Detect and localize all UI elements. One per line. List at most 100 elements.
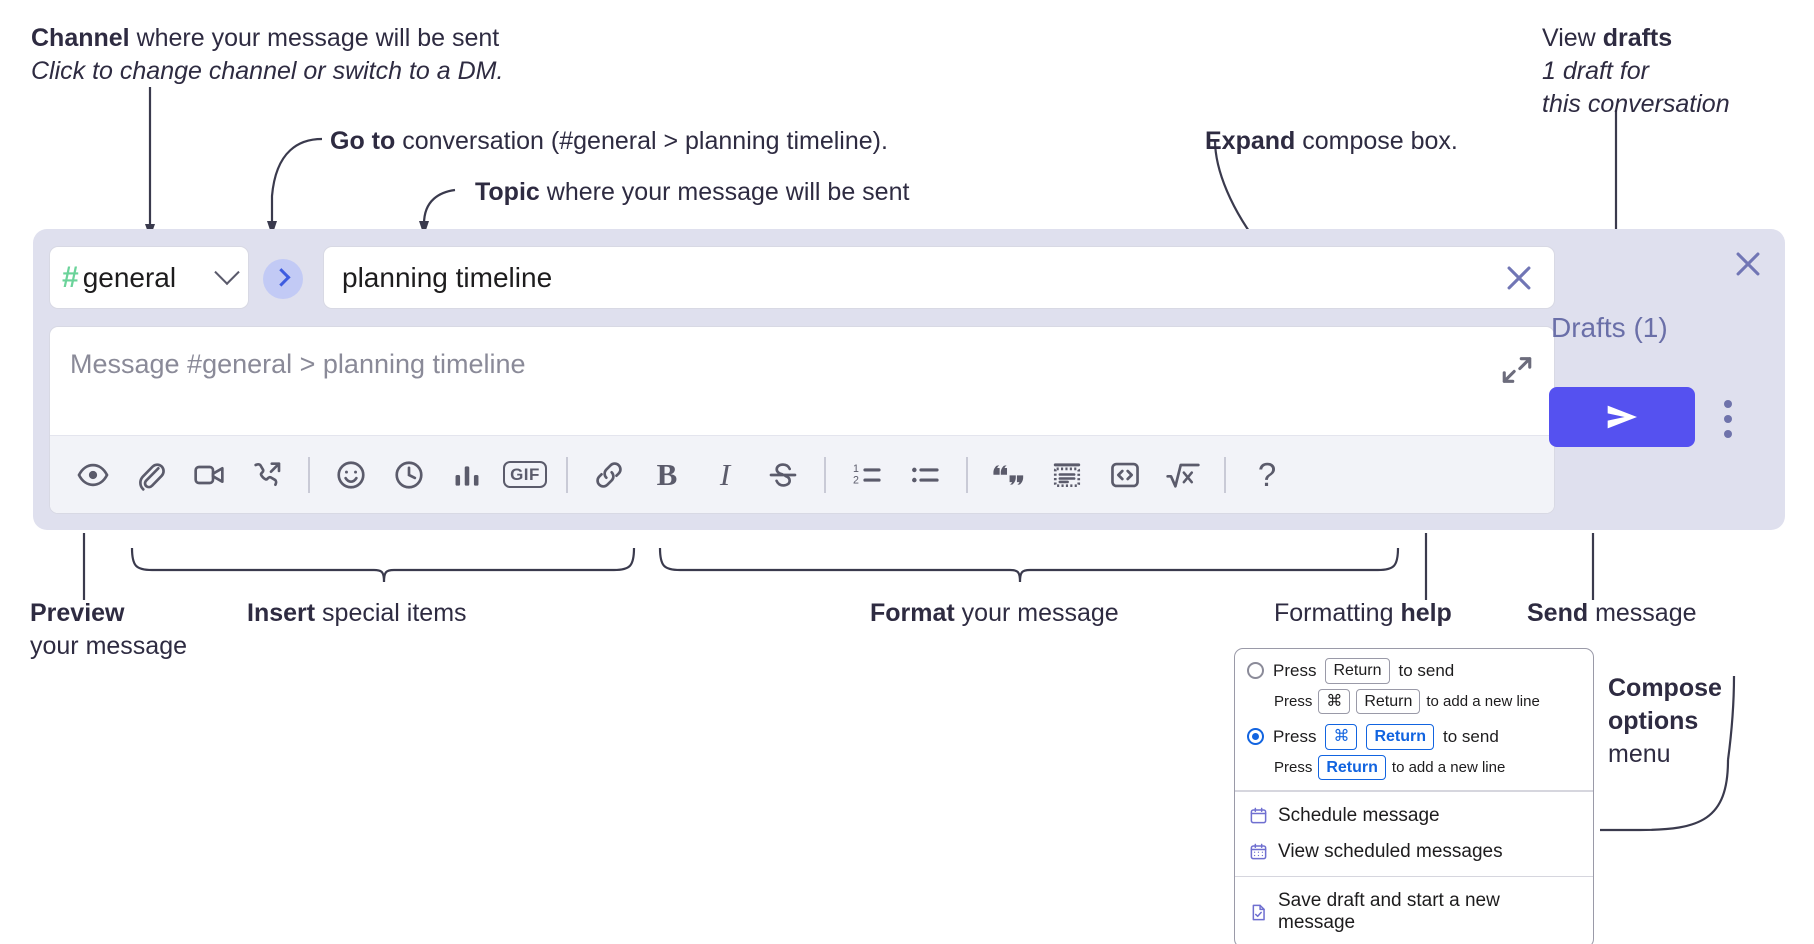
formatting-toolbar: GIF B I <box>50 435 1554 513</box>
annotation-expand: Expand compose box. <box>1205 125 1458 158</box>
annotation-expand-rest: compose box. <box>1295 127 1458 155</box>
chevron-right-icon <box>271 267 291 287</box>
menu-item-schedule-message[interactable]: Schedule message <box>1235 798 1593 834</box>
menu-item-label: Save draft and start a new message <box>1278 890 1500 934</box>
option2-sub-tail: to add a new line <box>1391 759 1506 777</box>
separator-3 <box>824 456 826 493</box>
separator-2 <box>566 456 568 493</box>
send-button[interactable] <box>1549 387 1695 447</box>
channel-selector[interactable]: # general <box>49 246 249 309</box>
reminder-button[interactable] <box>380 446 438 504</box>
annotation-goto-rest: conversation (#general > planning timeli… <box>395 127 888 155</box>
annotation-channel-rest: where your message will be sent <box>129 24 500 52</box>
bold-label: B <box>656 457 678 492</box>
calendar-icon <box>1250 807 1267 824</box>
option-return-to-send[interactable]: Press Return to send <box>1247 658 1581 684</box>
more-options-dot <box>1724 415 1732 423</box>
strikethrough-button[interactable] <box>754 446 812 504</box>
option2-tail: to send <box>1443 726 1499 746</box>
close-icon[interactable] <box>1502 261 1536 295</box>
separator-1 <box>308 456 310 493</box>
annotation-send-bold: Send <box>1527 599 1589 627</box>
annotation-compose-bold1: Compose <box>1608 674 1722 702</box>
compose-header-row: # general planning timeline <box>49 246 1555 314</box>
option-cmd-return-to-send[interactable]: Press ⌘ Return to send <box>1247 724 1581 750</box>
annotation-compose-rest: menu <box>1608 740 1671 768</box>
italic-label: I <box>719 457 731 492</box>
gif-button[interactable]: GIF <box>496 446 554 504</box>
blockquote-button[interactable] <box>980 446 1038 504</box>
key-return: Return <box>1325 658 1390 684</box>
annotation-drafts-italic1: 1 draft for <box>1542 57 1649 85</box>
emoji-button[interactable] <box>322 446 380 504</box>
help-button[interactable]: ? <box>1238 446 1296 504</box>
annotation-insert: Insert special items <box>247 597 467 630</box>
radio-return-to-send[interactable] <box>1247 662 1264 680</box>
math-button[interactable] <box>1154 446 1212 504</box>
close-icon[interactable] <box>1731 247 1765 281</box>
message-input[interactable]: Message #general > planning timeline <box>50 327 1554 435</box>
compose-options-menu: Press Return to send Press ⌘ Return to a… <box>1234 648 1594 944</box>
annotation-preview: Preview your message <box>30 597 187 663</box>
menu-item-view-scheduled[interactable]: View scheduled messages <box>1235 834 1593 870</box>
annotation-preview-bold: Preview <box>30 599 125 627</box>
question-mark-icon: ? <box>1257 456 1277 493</box>
inline-code-button[interactable] <box>1096 446 1154 504</box>
annotation-compose-bold2: options <box>1608 707 1699 735</box>
option1-sub-tail: to add a new line <box>1426 692 1540 710</box>
hash-icon: # <box>62 260 79 294</box>
annotation-format-bold: Format <box>870 599 955 627</box>
option1-press: Press <box>1273 660 1317 680</box>
annotation-drafts-italic2: this conversation <box>1542 90 1730 118</box>
key-command: ⌘ <box>1318 688 1351 715</box>
key-return: Return <box>1366 724 1435 750</box>
topic-field[interactable]: planning timeline <box>323 246 1555 309</box>
menu-item-save-draft[interactable]: Save draft and start a new message <box>1235 883 1593 941</box>
send-behavior-options: Press Return to send Press ⌘ Return to a… <box>1235 649 1593 790</box>
more-options-dot <box>1724 400 1732 408</box>
italic-button[interactable]: I <box>696 446 754 504</box>
bullet-list-button[interactable] <box>896 446 954 504</box>
annotation-channel-italic: Click to change channel or switch to a D… <box>31 57 504 85</box>
annotation-preview-rest: your message <box>30 632 188 660</box>
expand-icon[interactable] <box>1500 353 1534 387</box>
preview-button[interactable] <box>64 446 122 504</box>
annotation-channel: Channel where your message will be sent … <box>31 22 503 88</box>
code-block-button[interactable] <box>1038 446 1096 504</box>
annotation-goto: Go to conversation (#general > planning … <box>330 125 888 158</box>
radio-cmd-return-to-send[interactable] <box>1247 728 1264 746</box>
annotation-topic: Topic where your message will be sent <box>475 176 909 209</box>
option1-hint: Press ⌘ Return to add a new line <box>1274 688 1581 715</box>
ordered-list-button[interactable]: 1 2 <box>838 446 896 504</box>
message-placeholder: Message #general > planning timeline <box>70 349 526 379</box>
send-paper-plane-icon <box>1607 405 1637 429</box>
annotation-drafts-bold: drafts <box>1602 24 1673 52</box>
key-return: Return <box>1318 754 1386 781</box>
video-clip-button[interactable] <box>180 446 238 504</box>
audio-clip-button[interactable] <box>238 446 296 504</box>
channel-name: general <box>82 261 177 293</box>
annotation-insert-bold: Insert <box>247 599 316 627</box>
separator-5 <box>1224 456 1226 493</box>
bold-button[interactable]: B <box>638 446 696 504</box>
drafts-link[interactable]: Drafts (1) <box>1551 312 1668 343</box>
annotation-help-lead: Formatting <box>1274 599 1401 627</box>
draft-group: Save draft and start a new message <box>1235 877 1593 944</box>
annotation-formatting-help: Formatting help <box>1274 597 1452 630</box>
message-box: Message #general > planning timeline <box>49 326 1555 514</box>
annotation-send: Send message <box>1527 597 1697 630</box>
compose-options-button[interactable] <box>1717 393 1739 445</box>
link-button[interactable] <box>580 446 638 504</box>
more-options-dot <box>1724 430 1732 438</box>
option2-sub-press: Press <box>1274 759 1313 777</box>
poll-button[interactable] <box>438 446 496 504</box>
attach-button[interactable] <box>122 446 180 504</box>
menu-item-label: Schedule message <box>1278 804 1440 826</box>
annotation-insert-rest: special items <box>315 599 467 627</box>
document-check-icon <box>1252 904 1265 921</box>
goto-conversation-button[interactable] <box>263 259 303 299</box>
compose-right-zone: Drafts (1) <box>1539 229 1769 530</box>
menu-divider <box>1235 875 1593 878</box>
annotation-send-rest: message <box>1588 599 1697 627</box>
annotation-help-bold: help <box>1400 599 1452 627</box>
